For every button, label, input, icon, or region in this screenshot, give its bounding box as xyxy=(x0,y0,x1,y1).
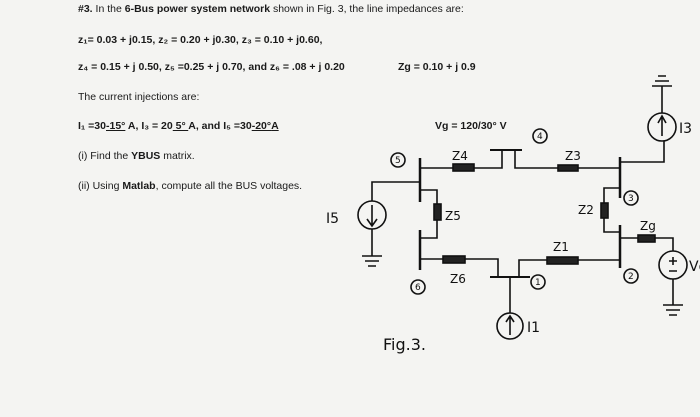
z3-resistor xyxy=(557,164,579,172)
task1-bold: YBUS xyxy=(131,150,161,162)
i5-arrow-icon xyxy=(366,205,378,228)
task1-pre: (i) Find the xyxy=(78,150,132,162)
bus-5-label: 5 xyxy=(395,156,401,166)
impedances-line-2: z₄ = 0.15 + j 0.50, z₅ =0.25 + j 0.70, a… xyxy=(78,61,345,73)
problem-intro: #3. In the 6-Bus power system network sh… xyxy=(78,3,464,15)
i3-angle: 5° xyxy=(172,120,189,132)
z2-resistor xyxy=(600,202,609,219)
bus-2-label-circle xyxy=(623,268,639,284)
z1-resistor xyxy=(546,256,579,265)
bus-1-label-circle xyxy=(530,274,546,290)
i5-value: A, and I₅ =30 xyxy=(188,120,252,132)
z5-label: Z5 xyxy=(445,209,461,223)
i3-arrow-icon xyxy=(657,114,667,136)
vg-source-icon xyxy=(658,250,688,280)
bus-2-label: 2 xyxy=(628,272,634,282)
zg-resistor xyxy=(637,234,656,243)
current-injections: I₁ =30-15° A, I₃ = 20 5° A, and I₅ =30-2… xyxy=(78,120,279,132)
task1-post: matrix. xyxy=(160,150,195,162)
ground-icon xyxy=(663,304,683,316)
problem-number: #3. xyxy=(78,3,93,15)
i1-angle: -15° xyxy=(106,120,126,132)
i1-source-icon xyxy=(496,312,524,340)
impedances-line-1: z₁= 0.03 + j0.15, z₂ = 0.20 + j0.30, z₃ … xyxy=(78,34,323,46)
bus-3-label: 3 xyxy=(628,194,634,204)
z6-resistor xyxy=(442,255,466,264)
z1-label: Z1 xyxy=(553,240,569,254)
task2-bold: Matlab xyxy=(122,180,156,192)
intro-bold: 6-Bus power system network xyxy=(124,3,271,15)
intro-text-end: shown in Fig. 3, the line impedances are… xyxy=(270,3,464,15)
wire-i3 xyxy=(620,141,665,163)
task-1: (i) Find the YBUS matrix. xyxy=(78,150,195,162)
i5-label: I5 xyxy=(326,211,339,227)
i3-value: A, I₃ = 20 xyxy=(127,120,173,132)
vg-value: Vg = 120/30° V xyxy=(435,120,507,132)
bus-4-label: 4 xyxy=(537,132,543,142)
i5-unit: A xyxy=(271,120,279,132)
wire-z3 xyxy=(514,150,620,169)
z2-label: Z2 xyxy=(578,203,594,217)
figure-caption: Fig.3. xyxy=(383,335,426,354)
zg-value: Zg = 0.10 + j 0.9 xyxy=(398,61,476,73)
currents-heading: The current injections are: xyxy=(78,91,200,103)
wire-z1 xyxy=(518,259,620,277)
i1-value: I₁ =30 xyxy=(78,120,106,132)
bus-1-label: 1 xyxy=(535,278,541,288)
intro-text: In the xyxy=(95,3,125,15)
z5-resistor xyxy=(433,203,442,221)
i5-angle: -20° xyxy=(251,120,272,132)
bus-5-label-circle xyxy=(390,152,406,168)
bus-6-label-circle xyxy=(410,279,426,295)
ground-icon xyxy=(652,75,672,87)
z4-resistor xyxy=(452,163,475,172)
ground-icon xyxy=(362,255,382,267)
plus-minus-icon xyxy=(669,257,677,272)
bus-4-label-circle xyxy=(532,128,548,144)
bus-3-label-circle xyxy=(623,190,639,206)
i1-arrow-icon xyxy=(505,314,515,335)
i5-source-icon xyxy=(357,200,387,230)
z4-label: Z4 xyxy=(452,149,468,163)
bus-6-label: 6 xyxy=(415,283,421,293)
i1-label: I1 xyxy=(527,320,540,336)
z6-label: Z6 xyxy=(450,272,466,286)
task2-post: , compute all the BUS voltages. xyxy=(155,180,303,192)
wire-z4 xyxy=(420,150,503,169)
i3-label: I3 xyxy=(679,121,692,137)
task2-pre: (ii) Using xyxy=(78,180,123,192)
i3-source-icon xyxy=(647,112,677,142)
zg-label: Zg xyxy=(640,219,656,233)
z3-label: Z3 xyxy=(565,149,581,163)
wire-i5 xyxy=(371,181,420,201)
vg-label: Vg xyxy=(689,259,700,275)
task-2: (ii) Using Matlab, compute all the BUS v… xyxy=(78,180,302,192)
